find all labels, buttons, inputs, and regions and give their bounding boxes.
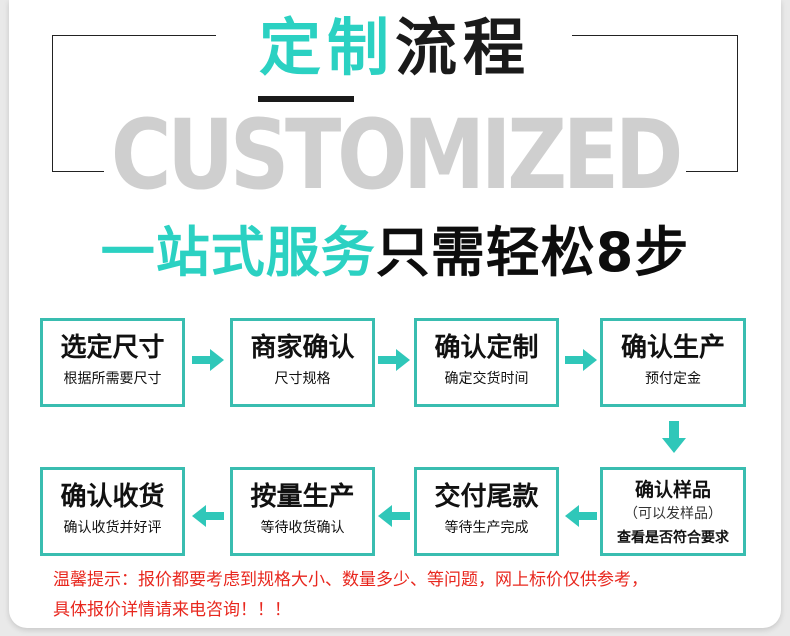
title-accent: 定制 [258, 11, 395, 84]
title-dark: 流程 [395, 11, 532, 84]
step-6: 交付尾款 等待生产完成 [414, 467, 559, 556]
step-subtitle: 尺寸规格 [274, 371, 331, 387]
frame-left-vertical [52, 35, 53, 172]
title-underline [258, 96, 354, 102]
price-notice: 温馨提示：报价都要考虑到规格大小、数量多少、等问题，网上标价仅供参考， 具体报价… [53, 565, 753, 625]
step-subtitle: 等待收货确认 [260, 520, 345, 536]
step-subtitle-2: 查看是否符合要求 [617, 530, 729, 546]
step-3: 确认定制 确定交货时间 [414, 318, 559, 407]
frame-right-vertical [737, 35, 738, 172]
step-subtitle: 根据所需要尺寸 [63, 371, 162, 387]
notice-line-1: 温馨提示：报价都要考虑到规格大小、数量多少、等问题，网上标价仅供参考， [53, 570, 648, 590]
step-title: 确认生产 [620, 333, 725, 363]
frame-top-left [52, 35, 216, 36]
step-5: 确认样品 （可以发样品） 查看是否符合要求 [600, 467, 746, 556]
arrow-left-icon [192, 505, 224, 527]
step-title: 交付尾款 [434, 482, 539, 512]
slogan-dark: 只需轻松8步 [375, 221, 690, 284]
step-title: 确认收货 [60, 482, 165, 512]
step-4: 确认生产 预付定金 [600, 318, 746, 407]
arrow-right-icon [378, 349, 410, 371]
step-title: 按量生产 [250, 482, 355, 512]
arrow-down-icon [662, 421, 686, 453]
step-2: 商家确认 尺寸规格 [230, 318, 375, 407]
arrow-left-icon [565, 505, 597, 527]
step-title: 确认样品 [634, 479, 711, 501]
step-subtitle: 等待生产完成 [444, 520, 529, 536]
step-title: 商家确认 [250, 333, 355, 363]
step-subtitle: （可以发样品） [624, 506, 722, 522]
step-7: 按量生产 等待收货确认 [230, 467, 375, 556]
notice-line-2: 具体报价详情请来电咨询！！！ [53, 600, 291, 620]
arrow-left-icon [378, 505, 410, 527]
slogan: 一站式服务只需轻松8步 [0, 218, 790, 288]
step-subtitle: 预付定金 [645, 371, 701, 387]
arrow-right-icon [565, 349, 597, 371]
frame-bottom-left [52, 171, 104, 172]
slogan-accent: 一站式服务 [100, 221, 376, 284]
arrow-right-icon [192, 349, 224, 371]
step-subtitle: 确认收货并好评 [63, 520, 162, 536]
page-title: 定制流程 [0, 8, 790, 88]
step-8: 确认收货 确认收货并好评 [40, 467, 185, 556]
bigword-watermark: CUSTOMIZED [110, 99, 684, 211]
step-title: 选定尺寸 [60, 333, 165, 363]
frame-top-right [572, 35, 738, 36]
step-subtitle: 确定交货时间 [444, 371, 529, 387]
step-title: 确认定制 [434, 333, 539, 363]
frame-bottom-right [686, 171, 738, 172]
step-1: 选定尺寸 根据所需要尺寸 [40, 318, 185, 407]
